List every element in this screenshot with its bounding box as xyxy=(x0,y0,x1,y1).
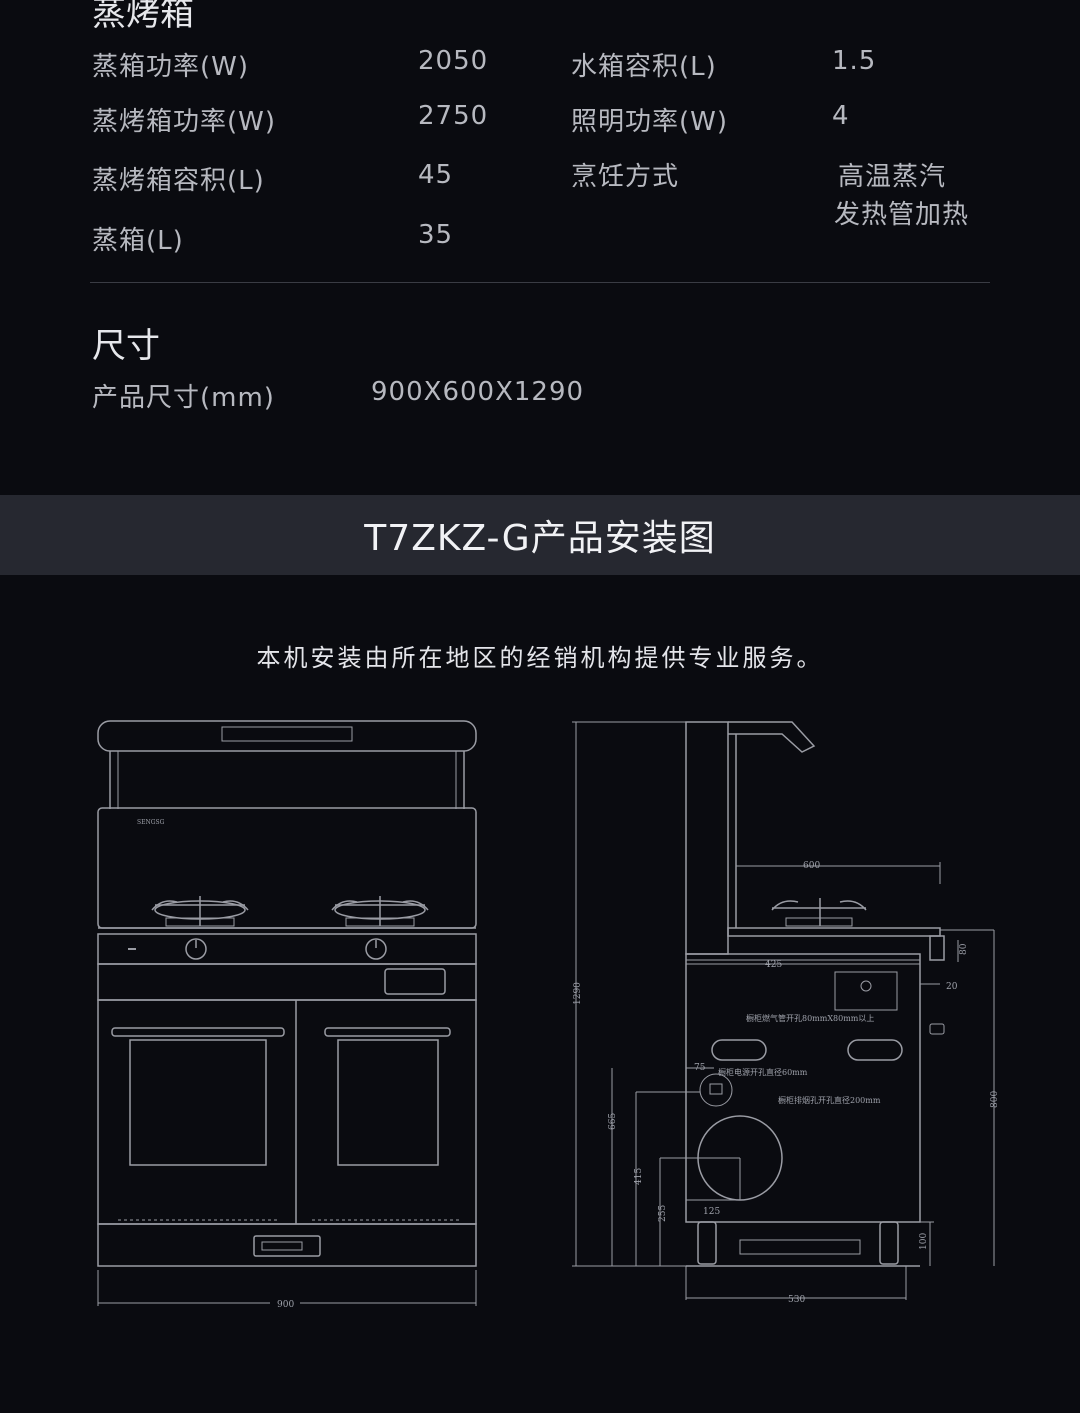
install-banner-title: T7ZKZ-G产品安装图 xyxy=(364,518,716,559)
oven-section-title: 蒸烤箱 xyxy=(92,0,194,34)
spec-label: 蒸烤箱容积(L) xyxy=(92,166,265,196)
dim-255: 255 xyxy=(658,1205,668,1222)
dim-125: 125 xyxy=(703,1207,720,1217)
spec-label: 蒸烤箱功率(W) xyxy=(92,107,276,137)
spec-label: 照明功率(W) xyxy=(571,107,728,137)
size-label: 产品尺寸(mm) xyxy=(92,383,275,413)
spec-value: 2050 xyxy=(418,46,489,76)
brand-label: SENGSG xyxy=(137,819,165,826)
dim-665: 665 xyxy=(608,1113,618,1130)
install-banner: T7ZKZ-G产品安装图 xyxy=(0,495,1080,575)
size-value: 900X600X1290 xyxy=(371,377,585,407)
dim-75: 75 xyxy=(694,1063,706,1073)
dim-530: 530 xyxy=(788,1295,805,1305)
note-gas-hole: 橱柜燃气管开孔80mmX80mm以上 xyxy=(746,1013,874,1023)
dim-100: 100 xyxy=(919,1233,929,1250)
dim-600: 600 xyxy=(803,861,820,871)
dim-800: 800 xyxy=(990,1091,1000,1108)
dim-425: 425 xyxy=(765,960,782,970)
size-section-title: 尺寸 xyxy=(92,326,160,366)
front-width-dim: 900 xyxy=(277,1300,294,1310)
section-divider xyxy=(90,282,990,283)
spec-value: 1.5 xyxy=(832,46,877,76)
spec-label: 烹饪方式 xyxy=(571,162,680,192)
spec-label: 蒸箱功率(W) xyxy=(92,52,249,82)
dim-415: 415 xyxy=(634,1168,644,1185)
spec-value: 45 xyxy=(418,160,454,190)
dim-20: 20 xyxy=(946,982,958,992)
note-power-hole: 橱柜电源开孔直径60mm xyxy=(718,1067,808,1077)
spec-value: 35 xyxy=(418,220,454,250)
spec-value: 高温蒸汽 xyxy=(838,162,947,192)
spec-label: 水箱容积(L) xyxy=(571,52,717,82)
dim-80: 80 xyxy=(959,943,969,955)
install-notice: 本机安装由所在地区的经销机构提供专业服务。 xyxy=(256,644,824,672)
spec-label: 蒸箱(L) xyxy=(92,226,184,256)
dim-height: 1290 xyxy=(573,982,583,1005)
note-exhaust-hole: 橱柜排烟孔开孔直径200mm xyxy=(778,1095,881,1105)
spec-value: 4 xyxy=(832,101,850,131)
spec-value: 发热管加热 xyxy=(834,200,970,230)
spec-value: 2750 xyxy=(418,101,489,131)
